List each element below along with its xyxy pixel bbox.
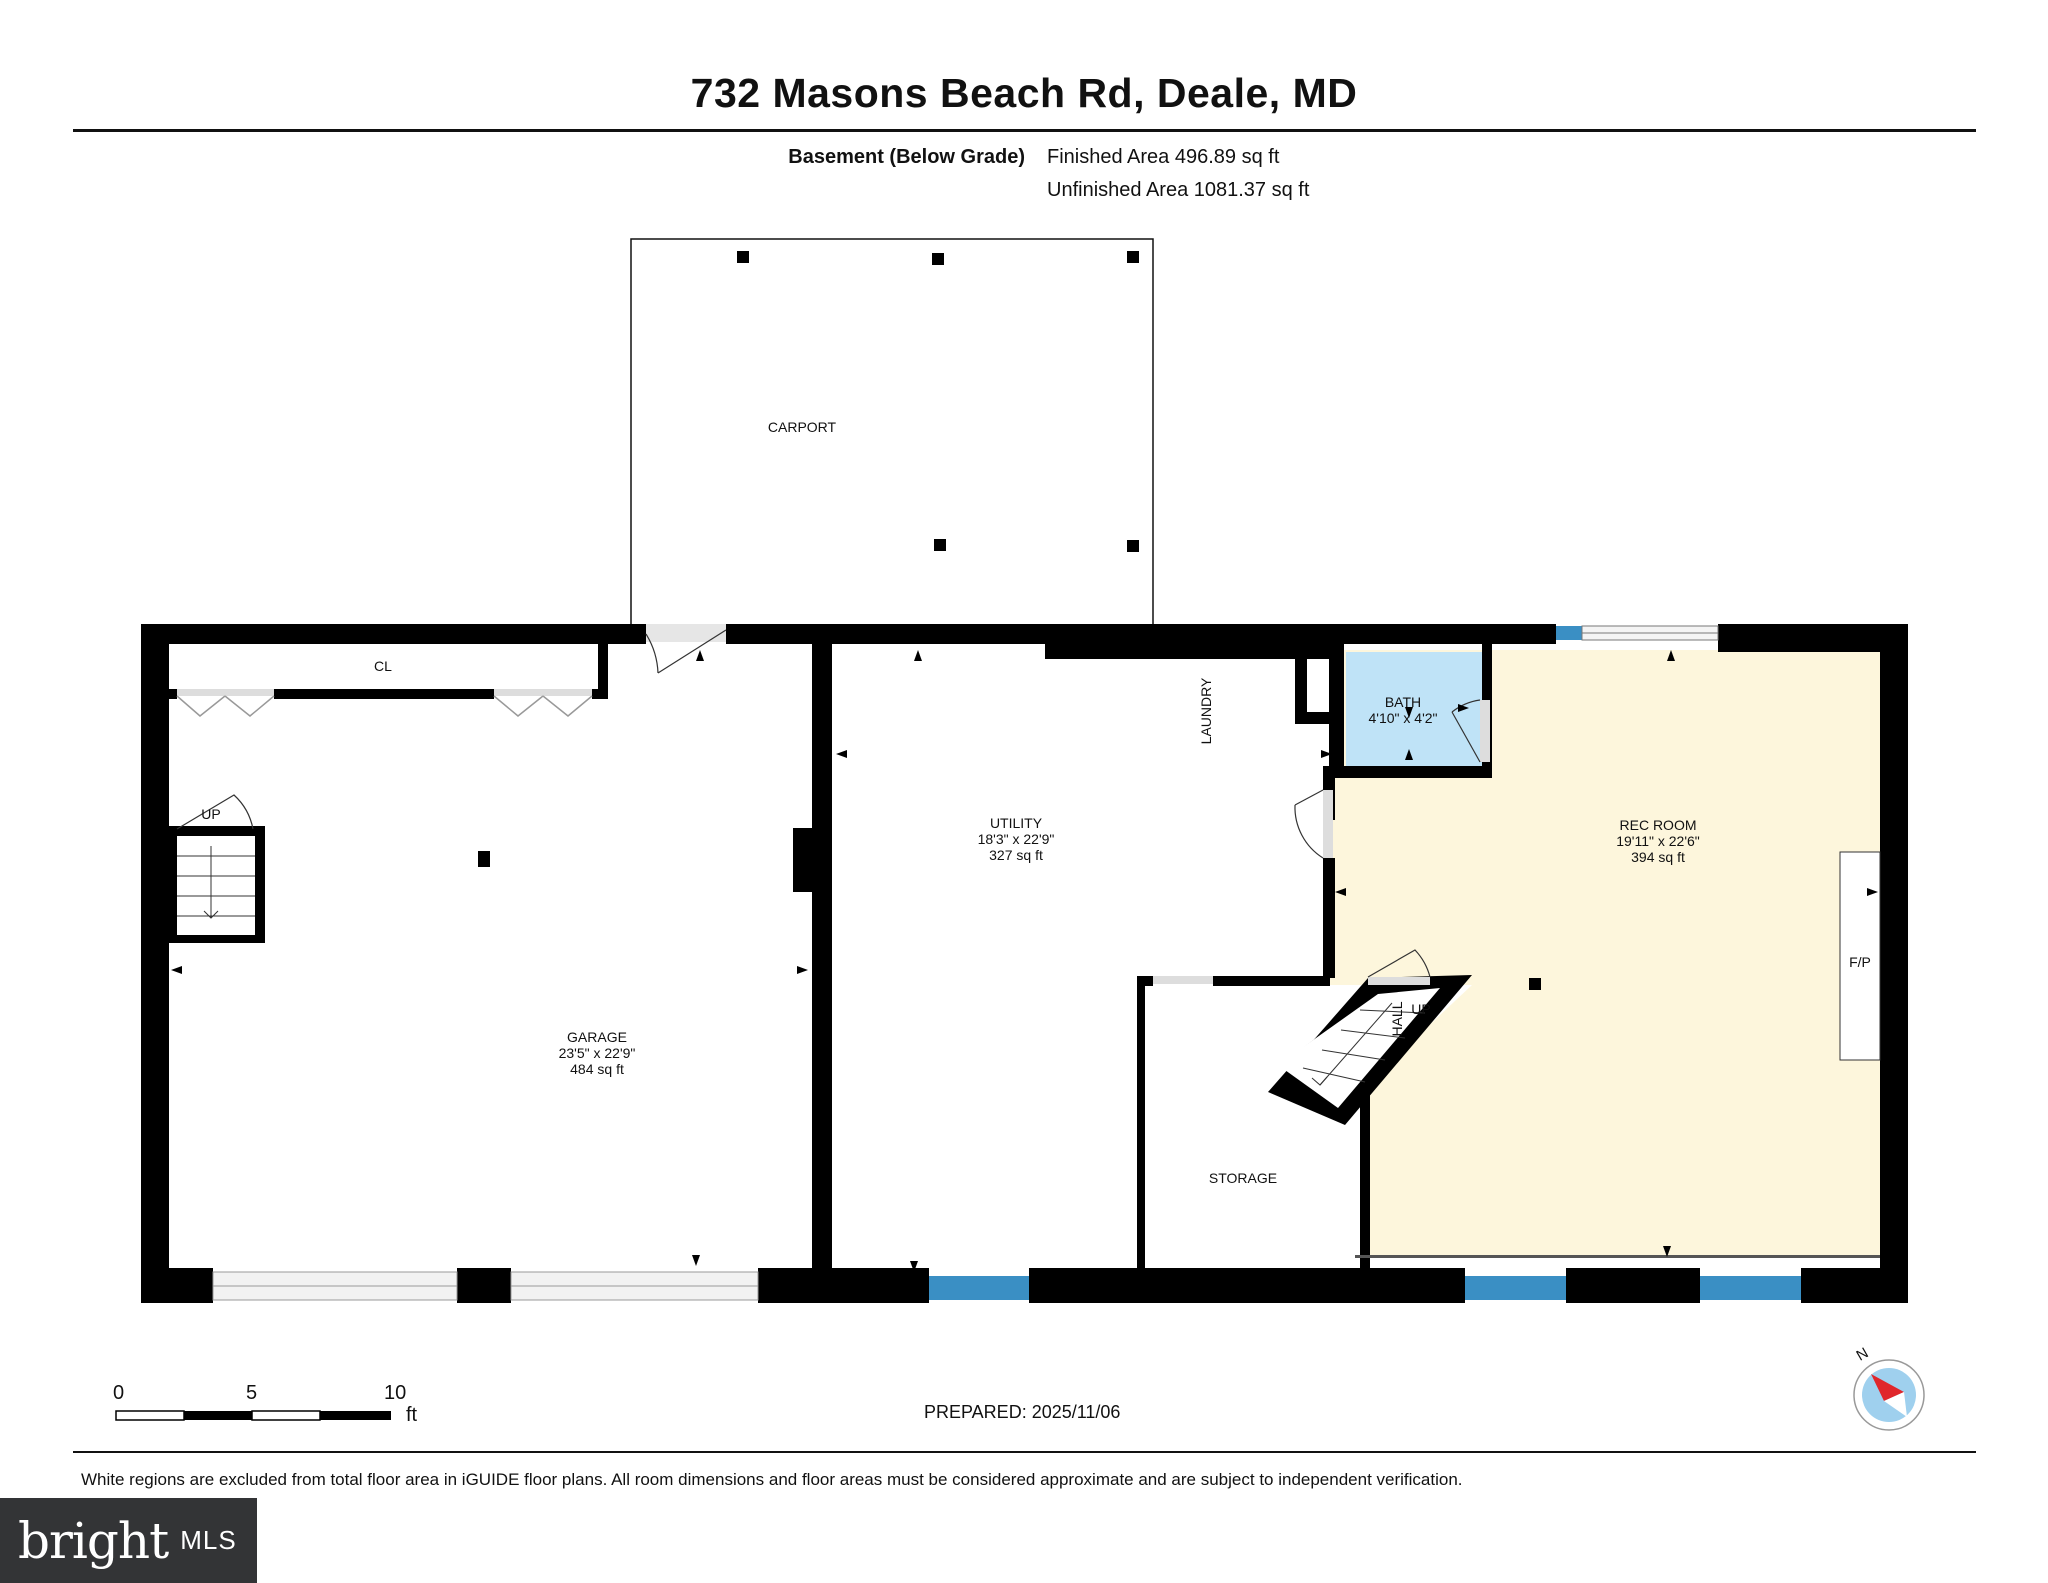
logo-brand: bright — [18, 1511, 169, 1570]
storage-door — [1153, 976, 1213, 984]
logo-suffix: MLS — [180, 1525, 237, 1555]
floor-label: Basement (Below Grade) — [788, 146, 1025, 168]
bright-mls-logo: bright MLS — [0, 1498, 257, 1583]
utility-label: UTILITY 18'3" x 22'9" 327 sq ft — [916, 815, 1116, 863]
left-stairs-up-label: UP — [201, 806, 221, 822]
page-title: 732 Masons Beach Rd, Deale, MD — [690, 70, 1358, 116]
exterior-walls — [141, 624, 1908, 1303]
rec-room-dims: 19'11" x 22'6" — [1616, 833, 1700, 849]
bath-name: BATH — [1384, 694, 1422, 710]
rec-room-door — [1294, 789, 1333, 859]
garage-name: GARAGE — [567, 1029, 627, 1045]
garage-column — [478, 851, 490, 867]
bath-dims: 4'10" x 4'2" — [1368, 710, 1438, 726]
unfinished-area: Unfinished Area 1081.37 sq ft — [1047, 179, 1310, 201]
scale-unit: ft — [406, 1404, 418, 1426]
storage-label: STORAGE — [1208, 1170, 1278, 1186]
rec-room-name: REC ROOM — [1619, 817, 1697, 833]
scale-bar — [115, 1410, 391, 1421]
bath-door — [1451, 699, 1490, 763]
fireplace-label: F/P — [1849, 954, 1871, 970]
interior-walls — [793, 624, 1880, 1272]
windows — [929, 626, 1801, 1300]
utility-area: 327 sq ft — [989, 847, 1043, 863]
bath-label: BATH 4'10" x 4'2" — [1346, 694, 1460, 726]
closet-label: CL — [374, 658, 392, 674]
garage-label: GARAGE 23'5" x 22'9" 484 sq ft — [497, 1029, 697, 1077]
hall-label: HALL — [1389, 1001, 1405, 1037]
carport-outline — [630, 238, 1154, 626]
carport-label: CARPORT — [767, 419, 837, 435]
prepared-date: PREPARED: 2025/11/06 — [924, 1402, 1121, 1422]
header-divider — [73, 129, 1976, 132]
rec-room-area: 394 sq ft — [1631, 849, 1685, 865]
utility-name: UTILITY — [989, 815, 1043, 831]
finished-area: Finished Area 496.89 sq ft — [1047, 146, 1280, 168]
laundry-label: LAUNDRY — [1198, 677, 1214, 745]
garage-dims: 23'5" x 22'9" — [558, 1045, 636, 1061]
footer-divider — [73, 1451, 1976, 1453]
fireplace — [1839, 851, 1881, 1061]
left-stairs — [169, 794, 265, 943]
utility-dims: 18'3" x 22'9" — [977, 831, 1055, 847]
closet-doors — [176, 689, 593, 717]
compass-icon — [1853, 1359, 1925, 1431]
carport-posts — [737, 251, 1139, 552]
rec-room-column — [1529, 978, 1541, 990]
hall-stairs — [1268, 949, 1472, 1125]
garage-area: 484 sq ft — [570, 1061, 624, 1077]
rec-room-fill — [1330, 650, 1880, 1258]
sliding-door — [1581, 625, 1719, 641]
garage-doors — [212, 1271, 759, 1301]
garage-side-door — [645, 624, 727, 674]
dimension-arrows — [171, 650, 1878, 1272]
closet-walls — [169, 640, 608, 699]
scale-label-0: 0 — [113, 1382, 125, 1404]
disclaimer: White regions are excluded from total fl… — [81, 1470, 1463, 1489]
rec-room-label: REC ROOM 19'11" x 22'6" 394 sq ft — [1558, 817, 1758, 865]
hall-stairs-up-label: UP — [1411, 1001, 1431, 1017]
scale-label-10: 10 — [384, 1382, 407, 1404]
scale-label-5: 5 — [246, 1382, 258, 1404]
